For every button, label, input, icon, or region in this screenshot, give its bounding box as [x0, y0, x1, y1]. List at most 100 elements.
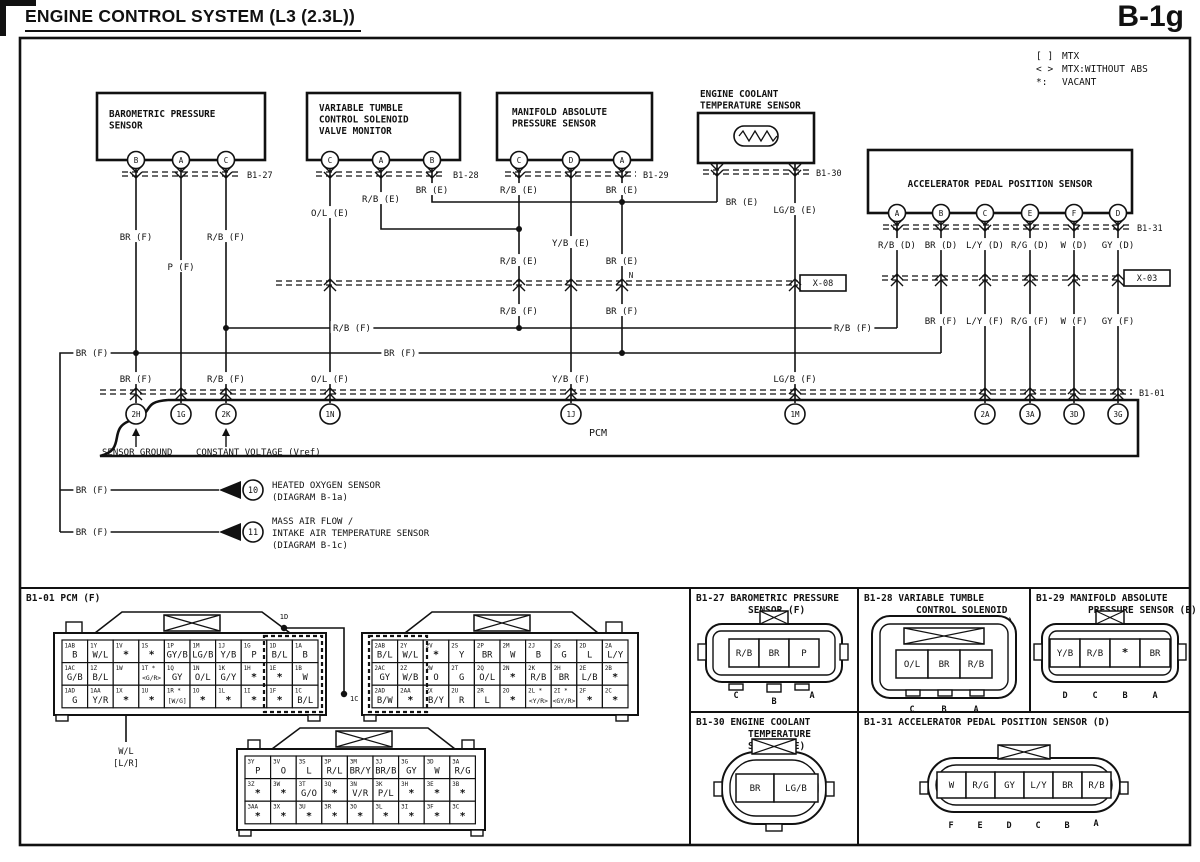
label-knockout: [308, 372, 352, 385]
label-knockout: [497, 183, 541, 196]
b1-28-connector-pin-letter: B: [941, 705, 946, 715]
b1-27-connector-wire-color: R/B: [736, 649, 752, 659]
sensor-box-barometric-pressure-sensor-title: SENSOR: [109, 121, 143, 132]
pin-id: 3Y: [248, 760, 255, 766]
pin-wire-color: *: [434, 811, 440, 822]
pin-wire-color: *: [587, 695, 593, 706]
pin-terminal: [126, 150, 146, 170]
pcm-pin-terminal: [974, 403, 996, 425]
connector-chevron-icon: [323, 387, 337, 401]
wl-annotation-label: [L/R]: [113, 759, 139, 769]
b1-31-connector-cell: [1052, 771, 1083, 799]
pin-id: 1Q: [167, 666, 174, 672]
pcm-connector-1-foot: [55, 714, 69, 722]
pcm-pin-terminal: [170, 403, 192, 425]
wire-label: BR (F): [606, 307, 639, 317]
pcm-pin-label: 3G: [1113, 410, 1123, 419]
pin-id: 2B: [605, 666, 612, 672]
wire-label: BR (F): [120, 233, 153, 243]
pin-wire-color: G/B: [67, 673, 83, 683]
legend-meaning: VACANT: [1062, 77, 1097, 88]
b1-27-connector-shell: [697, 643, 707, 661]
pin-wire-color: P: [251, 651, 256, 661]
pcm-pin-label: 3D: [1069, 410, 1079, 419]
offpage-ref: [242, 521, 264, 543]
pin-id: 1I: [244, 689, 251, 695]
pcm-pin-terminal: [125, 403, 147, 425]
connector-chevron-icon: [374, 165, 388, 179]
pin-id: 3Q: [324, 782, 331, 788]
sensor-box-accelerator-pedal-position-sensor: [866, 148, 1134, 215]
connector-chevron-icon: [129, 387, 143, 401]
pin-wire-color: <G/R>: [142, 675, 161, 682]
pin-wire-color: *: [255, 788, 261, 799]
wire-label: Y/B (E): [552, 239, 590, 249]
wire-label: GY (F): [1102, 317, 1135, 327]
pin-wire-color: [W/G]: [168, 698, 187, 705]
pin-id: 3T: [299, 782, 306, 788]
pin-wire-color: W: [510, 651, 516, 661]
label-knockout: [165, 260, 197, 273]
b1-31-connector-wire-color: R/B: [1088, 781, 1104, 791]
X-08-label: X-08: [813, 279, 833, 289]
wire-label: W (F): [1060, 317, 1087, 327]
pin-id: 2I *: [554, 689, 568, 695]
pin-id: 1L: [218, 689, 225, 695]
wire-label: BR (E): [416, 186, 449, 196]
label-knockout: [413, 183, 451, 196]
legend-symbol: *:: [1036, 77, 1048, 88]
wire-label: R/B (E): [500, 257, 538, 267]
legend-meaning: MTX:WITHOUT ABS: [1062, 64, 1148, 75]
sensor-box-manifold-absolute-pressure-sensor-title: MANIFOLD ABSOLUTE: [512, 107, 607, 118]
b1-31-connector-pin-letter: A: [1093, 819, 1098, 829]
sensor-box-manifold-absolute-pressure-sensor-title: PRESSURE SENSOR: [512, 119, 596, 130]
pin-terminal: [931, 203, 951, 223]
pin-wire-color: *: [357, 811, 363, 822]
pin-wire-color: W: [303, 673, 309, 683]
b1-28-connector-pin-letter: C: [909, 705, 914, 715]
pin-wire-color: G: [459, 673, 464, 683]
pin-wire-color: *: [277, 672, 283, 683]
connector-chevron-icon: [323, 278, 337, 292]
pin-terminal: [509, 150, 529, 170]
b1-27-connector-shell: [839, 643, 849, 661]
wire-label: BR (F): [925, 317, 958, 327]
b1-29-connector-wire-color: R/B: [1087, 649, 1103, 659]
b1-28-connector-cell: [927, 649, 961, 679]
b1-30-connector-shell: [825, 781, 835, 797]
pin-wire-color: O: [281, 767, 286, 777]
wire-label: O/L (F): [311, 375, 349, 385]
pin-id: 2AB: [375, 644, 386, 650]
pin-id: 2L *: [528, 689, 542, 695]
pcm-connector-2-foot: [363, 714, 377, 722]
b1-28-connector-shell: [969, 689, 985, 697]
label-knockout: [626, 269, 636, 280]
pin-wire-color: <Y/R>: [529, 698, 548, 705]
pin-id: 2AC: [375, 666, 386, 672]
label-knockout: [875, 238, 919, 251]
label-knockout: [308, 206, 352, 219]
pin-wire-color: R/B: [530, 673, 546, 683]
pin-wire-color: *: [433, 650, 439, 661]
pin-terminal: [887, 203, 907, 223]
pin-letter: F: [1072, 209, 1077, 218]
pin-wire-color: *: [277, 695, 283, 706]
pin-id: 2A: [605, 644, 612, 650]
wire-label: R/B (E): [362, 195, 400, 205]
pin-id: 3F: [427, 805, 434, 811]
pin-wire-color: O/L: [195, 673, 211, 683]
label-knockout: [359, 192, 403, 205]
resistor-zigzag-icon: [738, 129, 778, 143]
pin-id: 3E: [427, 782, 434, 788]
pin-id: 3P: [324, 760, 331, 766]
pcm-connector-1-tab: [65, 621, 83, 634]
label-knockout: [770, 203, 820, 216]
pin-wire-color: B/L: [272, 651, 288, 661]
pin-wire-color: <GY/R>: [553, 698, 576, 705]
pin-wire-color: B/L: [377, 651, 393, 661]
wire-label: R/B (E): [500, 186, 538, 196]
pcm-pin-label: 2K: [221, 410, 231, 419]
label-knockout: [1058, 314, 1090, 327]
pin-id: 1U: [141, 689, 148, 695]
